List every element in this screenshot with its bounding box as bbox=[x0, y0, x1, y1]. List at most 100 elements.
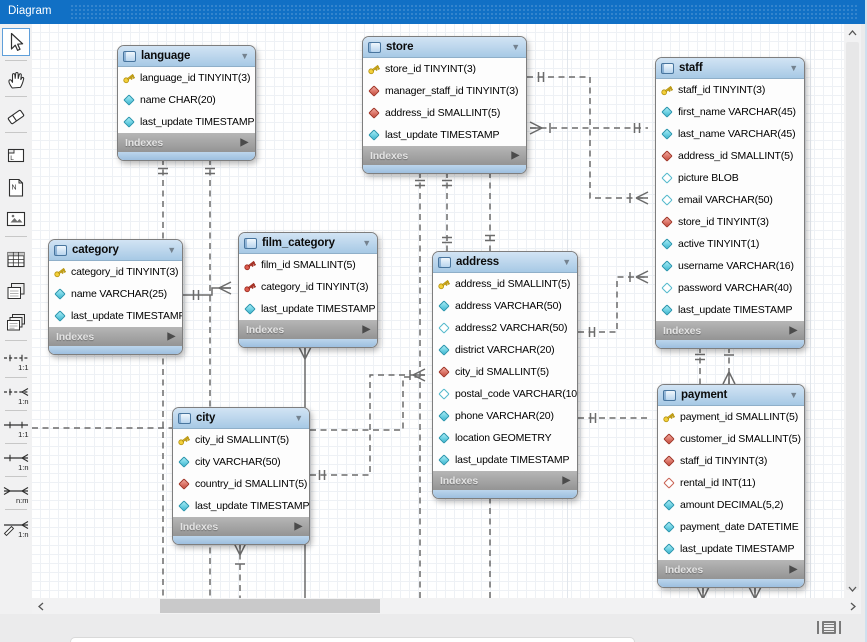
expand-arrow-icon[interactable]: ▶ bbox=[294, 521, 302, 532]
expand-arrow-icon[interactable]: ▶ bbox=[789, 564, 797, 575]
table-tool[interactable] bbox=[0, 246, 32, 272]
indexes-bar[interactable]: Indexes▶ bbox=[656, 321, 804, 340]
column-row[interactable]: address_id SMALLINT(5) bbox=[656, 145, 804, 167]
view-tool[interactable] bbox=[0, 278, 32, 304]
horizontal-scrollbar-thumb[interactable] bbox=[160, 599, 380, 613]
column-row[interactable]: address_id SMALLINT(5) bbox=[433, 273, 577, 295]
indexes-bar[interactable]: Indexes▶ bbox=[658, 560, 804, 579]
table-language[interactable]: language▼language_id TINYINT(3)name CHAR… bbox=[117, 45, 256, 161]
indexes-bar[interactable]: Indexes▶ bbox=[433, 471, 577, 490]
table-film_category[interactable]: film_category▼film_id SMALLINT(5)categor… bbox=[238, 232, 378, 348]
relationship-connector[interactable] bbox=[748, 586, 762, 598]
collapse-caret-icon[interactable]: ▼ bbox=[789, 390, 798, 400]
diagram-canvas[interactable]: language▼language_id TINYINT(3)name CHAR… bbox=[32, 24, 844, 598]
relationship-connector[interactable] bbox=[527, 72, 649, 205]
column-row[interactable]: last_update TIMESTAMP bbox=[433, 449, 577, 471]
column-row[interactable]: rental_id INT(11) bbox=[658, 472, 804, 494]
expand-arrow-icon[interactable]: ▶ bbox=[167, 331, 175, 342]
relationship-connector[interactable] bbox=[205, 159, 215, 598]
indexes-bar[interactable]: Indexes▶ bbox=[118, 133, 255, 152]
relationship-connector[interactable] bbox=[722, 347, 736, 385]
column-row[interactable]: last_update TIMESTAMP bbox=[49, 305, 182, 327]
relationship-connector[interactable] bbox=[696, 586, 710, 598]
column-row[interactable]: customer_id SMALLINT(5) bbox=[658, 428, 804, 450]
column-row[interactable]: staff_id TINYINT(3) bbox=[656, 79, 804, 101]
expand-arrow-icon[interactable]: ▶ bbox=[240, 137, 248, 148]
column-row[interactable]: phone VARCHAR(20) bbox=[433, 405, 577, 427]
table-category[interactable]: category▼category_id TINYINT(3)name VARC… bbox=[48, 239, 183, 355]
table-staff[interactable]: staff▼staff_id TINYINT(3)first_name VARC… bbox=[655, 57, 805, 349]
table-store[interactable]: store▼store_id TINYINT(3)manager_staff_i… bbox=[362, 36, 527, 174]
relationship-connector[interactable] bbox=[442, 172, 452, 251]
scroll-left-icon[interactable] bbox=[34, 598, 48, 614]
table-city[interactable]: city▼city_id SMALLINT(5)city VARCHAR(50)… bbox=[172, 407, 310, 545]
column-row[interactable]: last_update TIMESTAMP bbox=[658, 538, 804, 560]
column-row[interactable]: last_name VARCHAR(45) bbox=[656, 123, 804, 145]
rel-1-1-non-identifying-tool[interactable]: 1:1 bbox=[0, 348, 32, 374]
table-header[interactable]: film_category▼ bbox=[239, 233, 377, 254]
expand-arrow-icon[interactable]: ▶ bbox=[789, 325, 797, 336]
column-row[interactable]: last_update TIMESTAMP bbox=[363, 124, 526, 146]
column-row[interactable]: last_update TIMESTAMP bbox=[656, 299, 804, 321]
column-row[interactable]: last_update TIMESTAMP bbox=[173, 495, 309, 517]
relationship-connector[interactable] bbox=[578, 413, 650, 423]
note-tool[interactable]: N bbox=[0, 174, 32, 200]
indexes-bar[interactable]: Indexes▶ bbox=[363, 146, 526, 165]
scroll-right-icon[interactable] bbox=[844, 598, 861, 614]
eraser-tool[interactable] bbox=[0, 102, 32, 128]
column-row[interactable]: city_id SMALLINT(5) bbox=[433, 361, 577, 383]
column-row[interactable]: country_id SMALLINT(5) bbox=[173, 473, 309, 495]
column-row[interactable]: category_id TINYINT(3) bbox=[49, 261, 182, 283]
column-row[interactable]: store_id TINYINT(3) bbox=[656, 211, 804, 233]
image-tool[interactable] bbox=[0, 205, 32, 231]
column-row[interactable]: password VARCHAR(40) bbox=[656, 277, 804, 299]
column-row[interactable]: staff_id TINYINT(3) bbox=[658, 450, 804, 472]
indexes-bar[interactable]: Indexes▶ bbox=[239, 320, 377, 339]
column-row[interactable]: category_id TINYINT(3) bbox=[239, 276, 377, 298]
column-row[interactable]: active TINYINT(1) bbox=[656, 233, 804, 255]
expand-arrow-icon[interactable]: ▶ bbox=[511, 150, 519, 161]
relationship-connector[interactable] bbox=[183, 281, 232, 300]
column-row[interactable]: store_id TINYINT(3) bbox=[363, 58, 526, 80]
column-row[interactable]: address VARCHAR(50) bbox=[433, 295, 577, 317]
column-row[interactable]: address_id SMALLINT(5) bbox=[363, 102, 526, 124]
column-row[interactable]: city_id SMALLINT(5) bbox=[173, 429, 309, 451]
column-row[interactable]: film_id SMALLINT(5) bbox=[239, 254, 377, 276]
column-row[interactable]: postal_code VARCHAR(10) bbox=[433, 383, 577, 405]
relationship-connector[interactable] bbox=[310, 376, 422, 431]
collapse-caret-icon[interactable]: ▼ bbox=[789, 63, 798, 73]
relationship-connector[interactable] bbox=[310, 368, 426, 480]
column-row[interactable]: amount DECIMAL(5,2) bbox=[658, 494, 804, 516]
pan-tool[interactable] bbox=[0, 66, 32, 92]
collapse-caret-icon[interactable]: ▼ bbox=[167, 245, 176, 255]
column-row[interactable]: language_id TINYINT(3) bbox=[118, 67, 255, 89]
column-row[interactable]: last_update TIMESTAMP bbox=[118, 111, 255, 133]
rel-n-m-identifying-tool[interactable]: n:m bbox=[0, 481, 32, 507]
layer-tool[interactable]: L bbox=[0, 142, 32, 168]
table-header[interactable]: payment▼ bbox=[658, 385, 804, 406]
table-header[interactable]: staff▼ bbox=[656, 58, 804, 79]
column-row[interactable]: city VARCHAR(50) bbox=[173, 451, 309, 473]
rel-1-n-existing-columns-tool[interactable]: 1:n bbox=[0, 515, 32, 541]
select-tool[interactable] bbox=[2, 28, 30, 56]
rel-1-n-non-identifying-tool[interactable]: 1:n bbox=[0, 382, 32, 408]
relationship-connector[interactable] bbox=[415, 172, 425, 598]
collapse-caret-icon[interactable]: ▼ bbox=[362, 238, 371, 248]
expand-arrow-icon[interactable]: ▶ bbox=[562, 475, 570, 486]
relationship-connector[interactable] bbox=[233, 542, 247, 598]
table-header[interactable]: city▼ bbox=[173, 408, 309, 429]
table-header[interactable]: language▼ bbox=[118, 46, 255, 67]
column-row[interactable]: picture BLOB bbox=[656, 167, 804, 189]
indexes-bar[interactable]: Indexes▶ bbox=[173, 517, 309, 536]
collapse-caret-icon[interactable]: ▼ bbox=[294, 413, 303, 423]
column-row[interactable]: email VARCHAR(50) bbox=[656, 189, 804, 211]
column-row[interactable]: payment_id SMALLINT(5) bbox=[658, 406, 804, 428]
column-row[interactable]: name VARCHAR(25) bbox=[49, 283, 182, 305]
column-row[interactable]: username VARCHAR(16) bbox=[656, 255, 804, 277]
collapse-caret-icon[interactable]: ▼ bbox=[511, 42, 520, 52]
relationship-connector[interactable] bbox=[578, 270, 649, 337]
relationship-connector[interactable] bbox=[158, 159, 168, 598]
toggle-sidebar-icon[interactable] bbox=[817, 621, 841, 634]
horizontal-scrollbar[interactable] bbox=[32, 598, 844, 614]
column-row[interactable]: location GEOMETRY bbox=[433, 427, 577, 449]
